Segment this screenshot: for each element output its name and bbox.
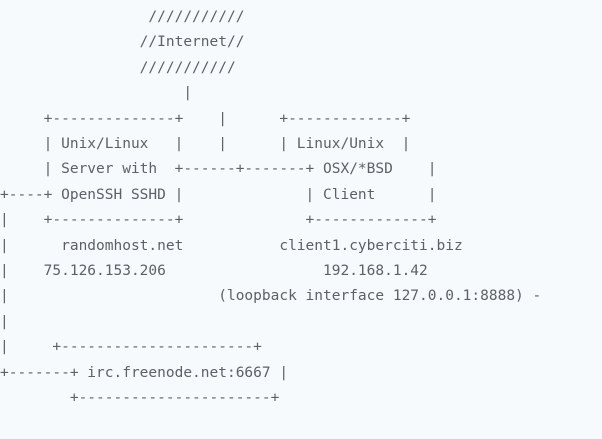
ascii-network-diagram: /////////// //Internet// /////////// | +… [0, 9, 542, 407]
